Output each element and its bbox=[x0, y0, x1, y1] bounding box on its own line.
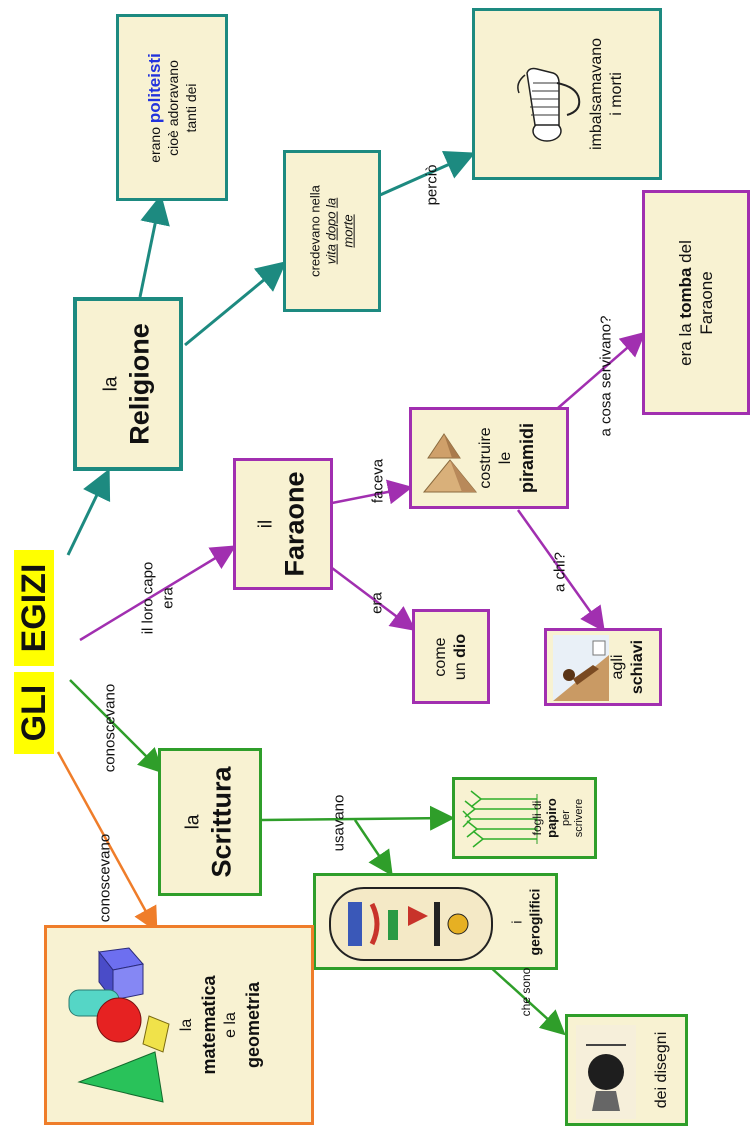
piramidi-line1: costruire bbox=[477, 427, 495, 489]
link-capo: il loro capo era bbox=[139, 562, 178, 635]
link-che-sono: che sono bbox=[519, 967, 534, 1017]
faraone-line2: Faraone bbox=[279, 471, 309, 577]
politeisti-box: erano politeisti cioè adoravano tanti de… bbox=[116, 14, 228, 201]
schiavi-bold: schiavi bbox=[628, 639, 646, 695]
disegni-text: dei disegni bbox=[652, 1031, 670, 1109]
dio-box: come un dio bbox=[412, 609, 490, 704]
matematica-bold1: matematica bbox=[198, 975, 219, 1075]
papiro-line3: per bbox=[559, 810, 572, 826]
link-a-chi: a chi? bbox=[551, 551, 569, 593]
mummy-icon bbox=[517, 67, 581, 142]
geroglifici-bold: geroglifici bbox=[526, 888, 543, 955]
papiro-box: fogli di papiro per scrivere bbox=[452, 777, 597, 859]
scrittura-box: la Scrittura bbox=[158, 748, 262, 896]
link-capo-1: il loro capo bbox=[139, 561, 157, 635]
link-faceva: faceva bbox=[369, 458, 387, 504]
imbalsamavano-line2: i morti bbox=[608, 72, 626, 116]
tomba-pre: era la bbox=[675, 322, 695, 366]
religione-line1: la bbox=[100, 376, 122, 392]
scrittura-line2: Scrittura bbox=[206, 766, 236, 878]
politeisti-line2: cioè adoravano bbox=[165, 59, 182, 156]
slaves-icon bbox=[553, 635, 609, 701]
vita-w4: morte bbox=[340, 214, 356, 248]
title-egizi: EGIZI bbox=[14, 550, 54, 666]
faraone-line1: il bbox=[255, 519, 277, 529]
schiavi-line1: agli bbox=[608, 654, 626, 680]
papiro-bold: papiro bbox=[544, 798, 560, 838]
title-gli-text: GLI bbox=[14, 684, 53, 742]
imbalsamavano-line1: imbalsamavano bbox=[588, 37, 606, 151]
papiro-line4: scrivere bbox=[572, 798, 585, 838]
matematica-line2: e la bbox=[222, 1012, 240, 1038]
pyramid-icon bbox=[422, 433, 478, 493]
vita-line1: credevano nella bbox=[307, 185, 323, 277]
piramidi-line2: le bbox=[497, 451, 515, 465]
faraone-box: il Faraone bbox=[233, 458, 333, 590]
scribe-drawing-icon bbox=[576, 1025, 636, 1119]
religione-box: la Religione bbox=[73, 297, 183, 471]
politeisti-line3: tanti dei bbox=[182, 82, 199, 133]
matematica-bold2: geometria bbox=[243, 981, 264, 1069]
religione-line2: Religione bbox=[124, 323, 154, 445]
dio-pre: un bbox=[452, 661, 469, 680]
politeisti-bold: politeisti bbox=[144, 52, 164, 123]
tomba-bold: tomba bbox=[675, 267, 695, 319]
papyrus-icon bbox=[462, 790, 538, 848]
link-percio: perciò bbox=[423, 164, 441, 206]
dio-bold: dio bbox=[452, 633, 469, 658]
dio-line1: come bbox=[432, 636, 449, 677]
tomba-post: del bbox=[675, 239, 695, 263]
piramidi-box: costruire le piramidi bbox=[409, 407, 569, 509]
link-cosa-servivano: a cosa servivano? bbox=[597, 315, 615, 437]
scrittura-line1: la bbox=[182, 814, 204, 830]
link-conoscevano-matematica: conoscevano bbox=[96, 833, 114, 923]
politeisti-pre: erano bbox=[146, 126, 163, 163]
vita-dopo-morte-box: credevano nella vita dopo la morte bbox=[283, 150, 381, 312]
matematica-box: la matematica e la geometria bbox=[44, 925, 314, 1125]
title-egizi-text: EGIZI bbox=[14, 563, 53, 653]
title-gli: GLI bbox=[14, 672, 54, 754]
tomba-line2: Faraone bbox=[697, 270, 716, 335]
link-era: era bbox=[368, 592, 386, 614]
link-capo-2: era bbox=[159, 587, 176, 609]
matematica-line1: la bbox=[178, 1018, 196, 1032]
vita-w1: vita bbox=[323, 244, 339, 265]
link-usavano: usavano bbox=[330, 794, 348, 852]
geroglifici-line1: i bbox=[508, 919, 525, 924]
disegni-box: dei disegni bbox=[565, 1014, 688, 1126]
imbalsamavano-box: imbalsamavano i morti bbox=[472, 8, 662, 180]
piramidi-bold: piramidi bbox=[517, 422, 538, 494]
hieroglyph-cartouche-icon bbox=[329, 887, 493, 961]
tomba-box: era la tomba del Faraone bbox=[642, 190, 750, 415]
link-conoscevano-scrittura: conoscevano bbox=[101, 683, 119, 773]
vita-w3: la bbox=[323, 197, 339, 208]
papiro-line1: fogli di bbox=[529, 800, 544, 836]
schiavi-box: agli schiavi bbox=[544, 628, 662, 706]
geometry-shapes-icon bbox=[68, 947, 170, 1103]
vita-w2: dopo bbox=[323, 211, 339, 241]
geroglifici-box: i geroglifici bbox=[313, 873, 558, 970]
